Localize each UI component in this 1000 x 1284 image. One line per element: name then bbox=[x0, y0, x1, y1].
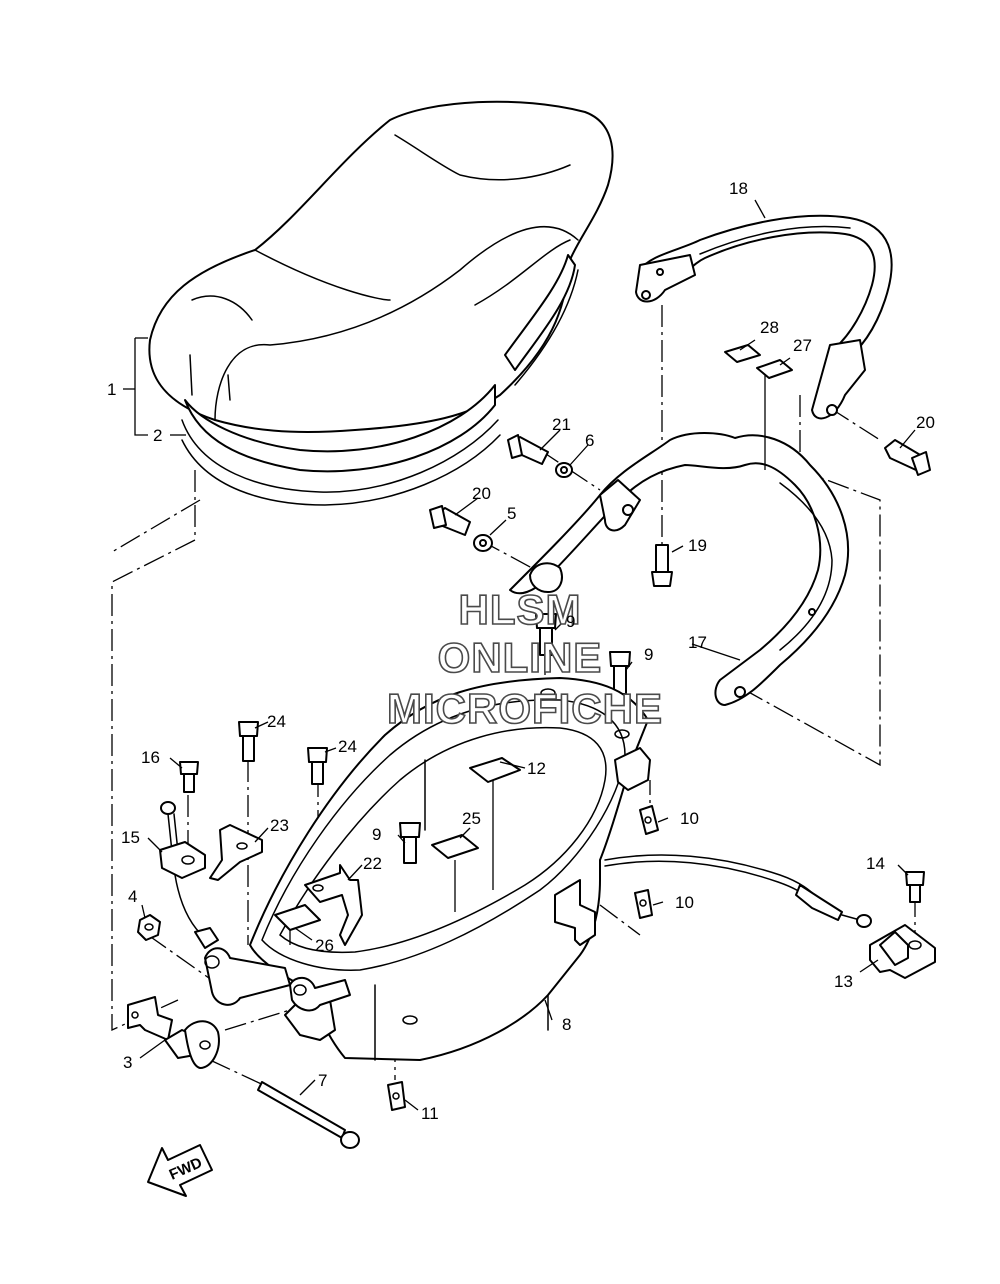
bolt-24-left bbox=[238, 721, 259, 762]
callout-8: 8 bbox=[562, 1015, 571, 1034]
seat-lock-cable bbox=[604, 854, 872, 928]
callout-9-mid: 9 bbox=[644, 645, 653, 664]
washer-6 bbox=[555, 462, 573, 478]
callout-21: 21 bbox=[552, 415, 571, 434]
callout-6: 6 bbox=[585, 431, 594, 450]
hinge-pin-7 bbox=[257, 1081, 360, 1149]
bracket-23 bbox=[209, 824, 263, 881]
callout-1: 1 bbox=[107, 380, 116, 399]
bolts-9-upper bbox=[535, 613, 631, 695]
callout-9-top: 9 bbox=[566, 612, 575, 631]
rear-carrier bbox=[509, 432, 849, 706]
grab-bar bbox=[635, 214, 893, 420]
callout-15: 15 bbox=[121, 828, 140, 847]
bolt-20-left bbox=[429, 505, 471, 536]
callout-13: 13 bbox=[834, 972, 853, 991]
callout-10-upper: 10 bbox=[680, 809, 699, 828]
callout-28: 28 bbox=[760, 318, 779, 337]
bracket-22 bbox=[304, 864, 363, 946]
callout-18: 18 bbox=[729, 179, 748, 198]
callout-numbers: 1 2 18 28 27 21 6 20 20 5 19 9 17 9 24 2… bbox=[107, 179, 935, 1123]
callout-5: 5 bbox=[507, 504, 516, 523]
bolt-21 bbox=[507, 434, 549, 465]
watermark-line2: ONLINE bbox=[438, 634, 603, 681]
screw-14 bbox=[905, 871, 925, 903]
callout-17: 17 bbox=[688, 633, 707, 652]
callout-11: 11 bbox=[421, 1104, 439, 1123]
hinge-knuckles bbox=[204, 947, 351, 1012]
bolt-20-right bbox=[884, 439, 931, 476]
clip-nut-10-upper bbox=[639, 805, 659, 835]
watermark-line3: MICROFICHE bbox=[387, 685, 663, 732]
seat bbox=[148, 100, 614, 433]
bolt-24-right bbox=[307, 747, 328, 785]
callout-16: 16 bbox=[141, 748, 160, 767]
callout-27: 27 bbox=[793, 336, 812, 355]
callout-2: 2 bbox=[153, 426, 162, 445]
seat-lock-15 bbox=[159, 801, 219, 949]
callout-12: 12 bbox=[527, 759, 546, 778]
callout-24-left: 24 bbox=[267, 712, 286, 731]
callout-9-lower: 9 bbox=[372, 825, 381, 844]
bolt-9-lower bbox=[399, 822, 421, 864]
bolt-19 bbox=[651, 544, 673, 587]
callout-10-lower: 10 bbox=[675, 893, 694, 912]
callout-24-right: 24 bbox=[338, 737, 357, 756]
label-stickers bbox=[724, 344, 793, 379]
washer-5 bbox=[473, 534, 493, 552]
leader-lines bbox=[123, 199, 916, 1111]
callout-22: 22 bbox=[363, 854, 382, 873]
forward-direction-arrow: FWD bbox=[147, 1144, 213, 1197]
nut-4 bbox=[137, 914, 161, 941]
callout-20-left: 20 bbox=[472, 484, 491, 503]
callout-14: 14 bbox=[866, 854, 885, 873]
callout-7: 7 bbox=[318, 1071, 327, 1090]
bolt-16 bbox=[179, 761, 199, 793]
seat-catch-13 bbox=[869, 924, 936, 979]
hinge-bracket-3 bbox=[127, 996, 220, 1069]
callout-20-right: 20 bbox=[916, 413, 935, 432]
clip-nut-11 bbox=[387, 1081, 406, 1111]
seat-trim-strips bbox=[181, 254, 579, 506]
watermark: HLSM ONLINE MICROFICHE bbox=[386, 585, 663, 733]
callout-23: 23 bbox=[270, 816, 289, 835]
clip-nut-10-lower bbox=[634, 889, 653, 919]
callout-19: 19 bbox=[688, 536, 707, 555]
callout-3: 3 bbox=[123, 1053, 132, 1072]
callout-25: 25 bbox=[462, 809, 481, 828]
watermark-line1: HLSM bbox=[459, 586, 582, 633]
callout-4: 4 bbox=[128, 887, 137, 906]
callout-26: 26 bbox=[315, 936, 334, 955]
